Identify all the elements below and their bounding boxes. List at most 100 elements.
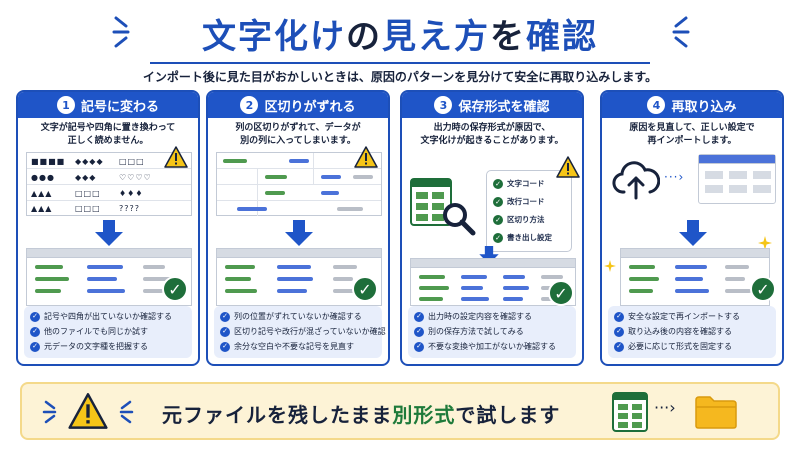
check-icon: ✓ bbox=[414, 311, 424, 322]
checklist: ✓安全な設定で再インポートする ✓取り込み後の内容を確認する ✓必要に応じて形式… bbox=[608, 306, 776, 358]
arrow-down-icon bbox=[95, 220, 123, 246]
illustration: ···› ✓ bbox=[602, 152, 782, 306]
setting-item: ✓書き出し設定 bbox=[493, 229, 565, 247]
banner-text-before: 元ファイルを残したまま bbox=[162, 403, 393, 427]
check-icon: ✓ bbox=[30, 326, 40, 337]
list-item: ✓記号や四角が出ていないか確認する bbox=[30, 309, 186, 324]
card-header: 4 再取り込み bbox=[602, 92, 782, 118]
check-icon: ✓ bbox=[220, 326, 230, 337]
check-circle-icon: ✓ bbox=[548, 280, 574, 306]
sparkle-lines-left-icon bbox=[112, 16, 130, 48]
check-circle-icon: ✓ bbox=[750, 276, 776, 302]
fixed-table bbox=[620, 248, 770, 306]
check-icon: ✓ bbox=[614, 326, 624, 337]
garbled-text: ◆◆◆ bbox=[75, 173, 97, 182]
list-item: ✓別の保存方法で試してみる bbox=[414, 324, 570, 339]
card-header: 2 区切りがずれる bbox=[208, 92, 388, 118]
title-part-mikata: 見え方 bbox=[382, 16, 490, 57]
card-title: 記号に変わる bbox=[80, 99, 159, 115]
garbled-table: ■■■■ ◆◆◆◆ □□□ ●●● ◆◆◆ ♡♡♡♡ ▲▲▲ □□□ ♦♦♦ ▲… bbox=[26, 152, 192, 216]
misaligned-table bbox=[216, 152, 382, 216]
title-particle-no: の bbox=[346, 16, 382, 57]
card-symbols: 1 記号に変わる 文字が記号や四角に置き換わって 正しく読めません。 ■■■■ … bbox=[16, 90, 200, 366]
fixed-table bbox=[216, 248, 382, 306]
desc-line: 正しく読めません。 bbox=[67, 136, 149, 146]
card-title: 区切りがずれる bbox=[264, 99, 356, 115]
sparkle-lines-right-icon bbox=[672, 16, 690, 48]
garbled-text: ●●● bbox=[31, 173, 55, 182]
card-reimport: 4 再取り込み 原因を見直して、正しい設定で 再インポートします。 ···› ✓… bbox=[600, 90, 784, 366]
warning-icon bbox=[354, 146, 378, 168]
card-description: 出力時の保存形式が原因で、 文字化けが起きることがあります。 bbox=[402, 118, 582, 152]
page-subtitle: インポート後に見た目がおかしいときは、原因のパターンを見分けて安全に再取り込みし… bbox=[142, 70, 658, 84]
list-item: ✓取り込み後の内容を確認する bbox=[614, 324, 770, 339]
card-description: 列の区切りがずれて、データが 別の列に入ってしまいます。 bbox=[208, 118, 388, 152]
step-number: 4 bbox=[647, 96, 666, 114]
sparkle-lines-right-icon bbox=[119, 400, 134, 424]
title-area: 文字化けの見え方を確認 bbox=[0, 6, 800, 60]
card-title: 再取り込み bbox=[671, 99, 737, 115]
desc-line: 文字が記号や四角に置き換わって bbox=[40, 123, 176, 133]
checklist: ✓列の位置がずれていないか確認する ✓区切り記号や改行が混ざっていないか確認 ✓… bbox=[214, 306, 386, 358]
cloud-upload-icon bbox=[612, 161, 660, 200]
arrow-down-icon bbox=[479, 246, 499, 264]
spreadsheet-icon bbox=[410, 178, 452, 226]
title-particle-wo: を bbox=[490, 16, 526, 57]
setting-item: ✓区切り方法 bbox=[493, 211, 565, 229]
card-delimiter: 2 区切りがずれる 列の区切りがずれて、データが 別の列に入ってしまいます。 ✓… bbox=[206, 90, 390, 366]
check-icon: ✓ bbox=[614, 311, 624, 322]
desc-line: 再インポートします。 bbox=[647, 136, 737, 146]
list-item: ✓出力時の設定内容を確認する bbox=[414, 309, 570, 324]
desc-line: 別の列に入ってしまいます。 bbox=[240, 136, 356, 146]
card-description: 原因を見直して、正しい設定で 再インポートします。 bbox=[602, 118, 782, 152]
arrow-down-icon bbox=[679, 220, 707, 246]
spreadsheet-icon bbox=[612, 392, 648, 432]
check-circle-icon: ✓ bbox=[162, 276, 188, 302]
checklist: ✓出力時の設定内容を確認する ✓別の保存方法で試してみる ✓不要な変換や加工がな… bbox=[408, 306, 576, 358]
list-item: ✓区切り記号や改行が混ざっていないか確認 bbox=[220, 324, 386, 339]
title-part-mojibake: 文字化け bbox=[202, 16, 346, 57]
import-table bbox=[698, 154, 776, 204]
check-icon: ✓ bbox=[493, 233, 503, 243]
check-circle-icon: ✓ bbox=[352, 276, 378, 302]
desc-line: 原因を見直して、正しい設定で bbox=[629, 123, 755, 133]
dots-arrow-icon: ···› bbox=[654, 398, 676, 417]
check-icon: ✓ bbox=[493, 197, 503, 207]
checklist: ✓記号や四角が出ていないか確認する ✓他のファイルでも同じか試す ✓元データの文… bbox=[24, 306, 192, 358]
illustration: ✓文字コード ✓改行コード ✓区切り方法 ✓書き出し設定 ✓ bbox=[402, 152, 582, 306]
setting-item: ✓改行コード bbox=[493, 193, 565, 211]
card-description: 文字が記号や四角に置き換わって 正しく読めません。 bbox=[18, 118, 198, 152]
card-save-format: 3 保存形式を確認 出力時の保存形式が原因で、 文字化けが起きることがあります。… bbox=[400, 90, 584, 366]
export-settings-panel: ✓文字コード ✓改行コード ✓区切り方法 ✓書き出し設定 bbox=[486, 170, 572, 252]
warning-icon bbox=[68, 393, 108, 429]
list-item: ✓必要に応じて形式を固定する bbox=[614, 339, 770, 354]
desc-line: 出力時の保存形式が原因で、 bbox=[433, 123, 551, 133]
garbled-text: ◆◆◆◆ bbox=[75, 157, 104, 166]
garbled-text: □□□ bbox=[75, 189, 101, 198]
title-underline bbox=[150, 62, 650, 64]
title-part-kakunin: 確認 bbox=[526, 16, 598, 57]
card-header: 3 保存形式を確認 bbox=[402, 92, 582, 118]
list-item: ✓安全な設定で再インポートする bbox=[614, 309, 770, 324]
check-icon: ✓ bbox=[493, 179, 503, 189]
garbled-text: ♡♡♡♡ bbox=[119, 173, 152, 182]
dots-arrow-icon: ···› bbox=[664, 170, 685, 184]
check-icon: ✓ bbox=[30, 341, 40, 352]
garbled-text: □□□ bbox=[119, 157, 145, 166]
check-icon: ✓ bbox=[220, 311, 230, 322]
page-title: 文字化けの見え方を確認 bbox=[202, 9, 598, 58]
check-icon: ✓ bbox=[220, 341, 230, 352]
magnifier-icon bbox=[443, 203, 476, 236]
step-number: 1 bbox=[56, 96, 75, 114]
desc-line: 文字化けが起きることがあります。 bbox=[420, 136, 564, 146]
list-item: ✓元データの文字種を把握する bbox=[30, 339, 186, 354]
step-number: 2 bbox=[240, 96, 259, 114]
check-icon: ✓ bbox=[414, 341, 424, 352]
check-icon: ✓ bbox=[493, 215, 503, 225]
garbled-text: ♦♦♦ bbox=[119, 189, 144, 198]
garbled-text: □□□ bbox=[75, 204, 101, 213]
garbled-text: ▲▲▲ bbox=[31, 189, 53, 198]
illustration: ■■■■ ◆◆◆◆ □□□ ●●● ◆◆◆ ♡♡♡♡ ▲▲▲ □□□ ♦♦♦ ▲… bbox=[18, 146, 198, 306]
check-icon: ✓ bbox=[414, 326, 424, 337]
sparkle-icon bbox=[758, 236, 772, 250]
